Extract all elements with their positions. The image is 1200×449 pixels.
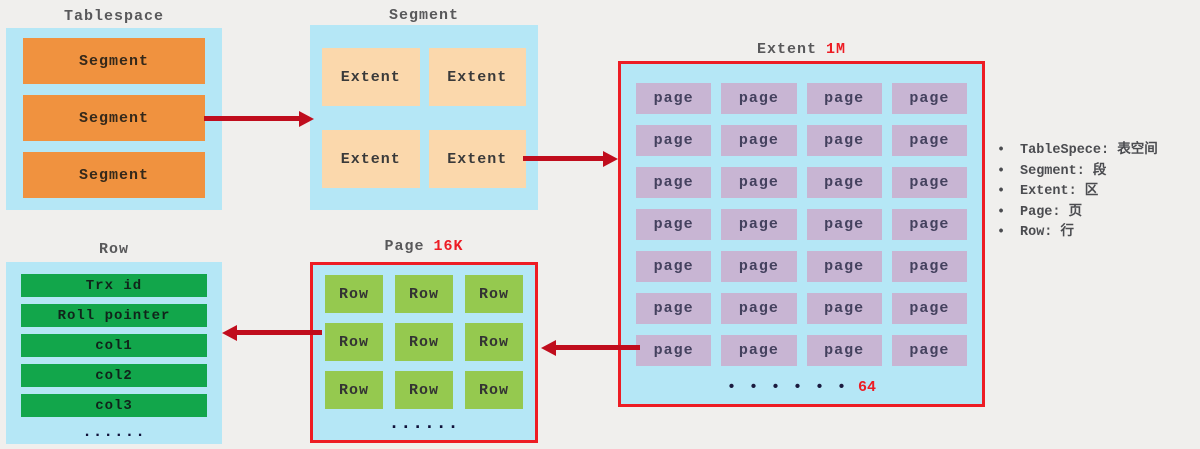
- page-cell: page: [891, 251, 967, 282]
- row-grid: Row Row Row Row Row Row Row Row Row: [313, 265, 535, 409]
- row-field: col1: [21, 334, 207, 357]
- page-cell: page: [891, 209, 967, 240]
- segment-container: Extent Extent Extent Extent: [310, 25, 538, 210]
- page-cell: page: [891, 167, 967, 198]
- segment-title: Segment: [388, 7, 459, 24]
- page-size-label: 16K: [433, 238, 464, 255]
- page-cell: page: [806, 209, 882, 240]
- bullet-icon: •: [997, 225, 1006, 241]
- row-cell: Row: [465, 275, 523, 313]
- page-cell: page: [891, 83, 967, 114]
- page-title-label: Page: [384, 238, 425, 255]
- row-ellipsis: ......: [82, 423, 146, 441]
- row-cell: Row: [465, 323, 523, 361]
- legend-item: • TableSpece: 表空间: [988, 141, 1200, 162]
- row-cell: Row: [325, 323, 383, 361]
- extent-block: Extent: [322, 130, 420, 188]
- page-cell: page: [721, 125, 797, 156]
- page-cell: page: [891, 125, 967, 156]
- extent-ellipsis: • • • • • •: [726, 379, 848, 396]
- segment-block: Segment: [23, 152, 205, 198]
- row-field: col2: [21, 364, 207, 387]
- page-cell: page: [891, 335, 967, 366]
- legend-item: • Page: 页: [988, 203, 1200, 224]
- page-cell: page: [806, 251, 882, 282]
- legend-item: • Row: 行: [988, 223, 1200, 244]
- page-cell: page: [636, 209, 712, 240]
- page-cell: page: [636, 167, 712, 198]
- legend-item-text: Page: 页: [1020, 204, 1083, 220]
- page-cell: page: [806, 125, 882, 156]
- legend-item: • Extent: 区: [988, 182, 1200, 203]
- legend-item-text: Extent: 区: [1020, 184, 1099, 200]
- extent-container: page page page page page page page page …: [618, 61, 985, 407]
- tablespace-container: Segment Segment Segment: [6, 28, 222, 210]
- page-cell: page: [806, 335, 882, 366]
- row-field: Roll pointer: [21, 304, 207, 327]
- legend-item-text: Segment: 段: [1020, 163, 1107, 179]
- row-cell: Row: [395, 275, 453, 313]
- page-cell: page: [721, 83, 797, 114]
- page-cell: page: [806, 83, 882, 114]
- page-cell: page: [721, 167, 797, 198]
- extent-title-label: Extent: [756, 41, 817, 58]
- arrow-segment-to-extent: [523, 156, 603, 161]
- page-grid: page page page page page page page page …: [621, 64, 982, 366]
- page-cell: page: [636, 83, 712, 114]
- legend-list: • TableSpece: 表空间 • Segment: 段 • Extent:…: [988, 141, 1200, 244]
- page-cell: page: [636, 293, 712, 324]
- legend-item: • Segment: 段: [988, 162, 1200, 183]
- arrow-extent-to-page: [556, 345, 640, 350]
- bullet-icon: •: [997, 163, 1006, 179]
- page-cell: page: [636, 251, 712, 282]
- row-cell: Row: [465, 371, 523, 409]
- page-cell: page: [721, 251, 797, 282]
- page-cell: page: [721, 209, 797, 240]
- extent-block: Extent: [322, 48, 420, 106]
- row-cell: Row: [325, 371, 383, 409]
- row-cell: Row: [395, 323, 453, 361]
- page-ellipsis: ......: [388, 414, 460, 434]
- row-title: Row: [98, 241, 129, 258]
- row-field: Trx id: [21, 274, 207, 297]
- bullet-icon: •: [997, 143, 1006, 158]
- page-cell: page: [806, 293, 882, 324]
- page-cell: page: [806, 167, 882, 198]
- segment-block: Segment: [23, 95, 205, 141]
- page-cell: page: [891, 293, 967, 324]
- page-cell: page: [636, 125, 712, 156]
- bullet-icon: •: [997, 184, 1006, 200]
- page-cell: page: [636, 335, 712, 366]
- extent-footer: • • • • • • 64: [621, 378, 982, 396]
- extent-size-label: 1M: [826, 41, 847, 58]
- arrow-page-to-row: [237, 330, 322, 335]
- extent-total-count: 64: [858, 379, 877, 396]
- bullet-icon: •: [997, 204, 1006, 220]
- segment-block: Segment: [23, 38, 205, 84]
- page-container: Row Row Row Row Row Row Row Row Row ....…: [310, 262, 538, 443]
- tablespace-title: Tablespace: [63, 8, 164, 25]
- page-cell: page: [721, 293, 797, 324]
- legend-item-text: TableSpece: 表空间: [1020, 143, 1158, 158]
- page-cell: page: [721, 335, 797, 366]
- row-cell: Row: [395, 371, 453, 409]
- row-container: ...... Trx id Roll pointer col1 col2 col…: [6, 262, 222, 444]
- arrow-tablespace-to-segment: [204, 116, 299, 121]
- extent-title: Extent 1M: [618, 41, 985, 58]
- row-field: col3: [21, 394, 207, 417]
- extent-block: Extent: [428, 48, 526, 106]
- page-title: Page 16K: [310, 238, 538, 255]
- extent-block: Extent: [428, 130, 526, 188]
- row-cell: Row: [325, 275, 383, 313]
- legend-item-text: Row: 行: [1020, 225, 1075, 241]
